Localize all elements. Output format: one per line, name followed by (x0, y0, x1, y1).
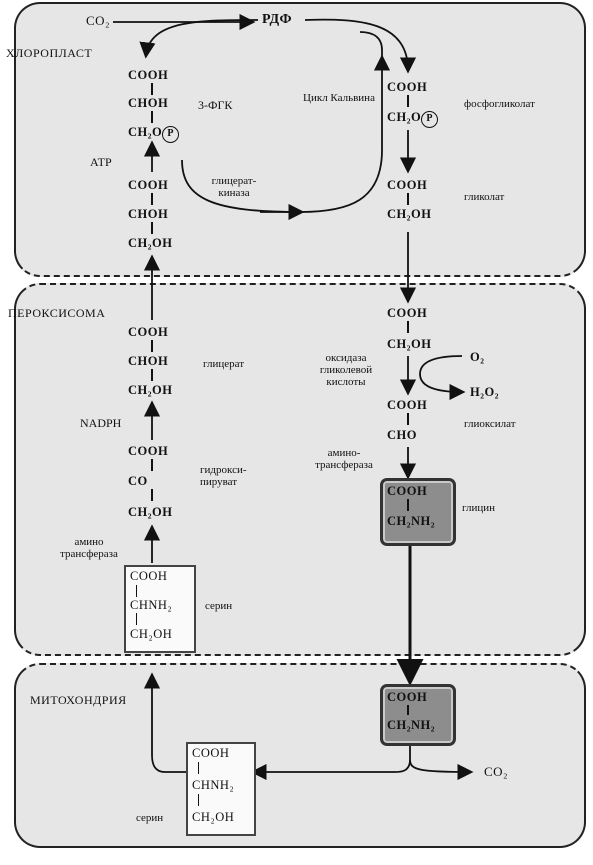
mito-serine-chnh2: CHNH₂ (192, 778, 235, 792)
gc-cooh: COOH (387, 306, 428, 320)
bond (407, 413, 409, 425)
gc-ch2oh: CH₂OH (387, 337, 432, 351)
nadph-label: NADPH (80, 416, 122, 430)
bond (151, 83, 153, 95)
glyoxylate-cho: CHO (387, 428, 417, 442)
glyoxylate-cooh: COOH (387, 398, 428, 412)
serine-peroxisome-box (124, 565, 196, 653)
bond (151, 193, 153, 205)
bpg-cooh: COOH (128, 178, 169, 192)
bond (407, 95, 409, 107)
hydroxypyruvate-name: гидрокси-пируват (200, 464, 247, 488)
rdp-label: РДФ (262, 12, 293, 27)
hp-ch2oh: CH₂OH (128, 505, 173, 519)
glycolate-cooh: COOH (387, 178, 428, 192)
calvin-cycle-label: Цикл Кальвина (303, 92, 375, 104)
mitochondrion-label: МИТОХОНДРИЯ (30, 693, 127, 707)
bond (407, 705, 409, 715)
glycerate-cooh: COOH (128, 325, 169, 339)
glycerate-name: глицерат (203, 358, 245, 370)
peroxisome-compartment (14, 283, 586, 656)
pga-name: 3-ФГК (198, 98, 233, 112)
h2o2-label: H₂O₂ (470, 385, 499, 399)
phosphoglycolate-name: фосфогликолат (464, 98, 535, 110)
glycolate-ch2oh: CH₂OH (387, 207, 432, 221)
bond (151, 222, 153, 234)
glycolate-oxidase-label: оксидаза гликолевой кислоты (319, 352, 373, 388)
mito-glycine-cooh: COOH (387, 690, 428, 704)
aminotransferase-left-label: амино трансфераза (60, 536, 118, 560)
bond (151, 459, 153, 471)
phosphate-icon: P (162, 126, 180, 143)
pga-choh: CHOH (128, 96, 169, 110)
serine-cooh: COOH (130, 569, 168, 583)
phosphate-icon: P (421, 111, 439, 128)
bond (136, 585, 137, 597)
atp-label: АТР (90, 155, 112, 169)
bond (151, 340, 153, 352)
glycerate-ch2oh: CH₂OH (128, 383, 173, 397)
aminotransferase-right-label: амино-трансфераза (315, 447, 373, 471)
bond (198, 794, 199, 806)
glycerate-kinase-label: глицерат-киназа (211, 175, 257, 199)
bond (151, 111, 153, 123)
o2-label: O₂ (470, 350, 485, 364)
hp-cooh: COOH (128, 444, 169, 458)
glycine-cooh: COOH (387, 484, 428, 498)
pg-cooh: COOH (387, 80, 428, 94)
glycine-mito-box (380, 684, 456, 746)
glycine-peroxisome-box (380, 478, 456, 546)
mito-serine-name: серин (136, 812, 164, 824)
bond (198, 762, 199, 774)
serine-name: серин (205, 600, 233, 612)
bond (151, 489, 153, 501)
mitochondrion-compartment (14, 663, 586, 848)
co2-output: CO₂ (484, 764, 509, 779)
serine-chnh2: CHNH₂ (130, 598, 173, 612)
glycine-ch2nh2: CH₂NH₂ (387, 514, 435, 528)
serine-ch2oh: CH₂OH (130, 627, 173, 641)
glycerate-choh: CHOH (128, 354, 169, 368)
bond (407, 499, 409, 511)
hp-co: CO (128, 474, 148, 488)
chloroplast-label: ХЛОРОПЛАСТ (6, 46, 93, 60)
bond (136, 613, 137, 625)
peroxisome-label: ПЕРОКСИСОМА (8, 306, 106, 320)
bond (407, 321, 409, 333)
glycolate-name: гликолат (464, 191, 505, 203)
mito-serine-ch2oh: CH₂OH (192, 810, 235, 824)
bond (407, 193, 409, 205)
mito-serine-cooh: COOH (192, 746, 230, 760)
serine-mito-box (186, 742, 256, 836)
mito-glycine-ch2nh2: CH₂NH₂ (387, 718, 435, 732)
glyoxylate-name: глиоксилат (464, 418, 516, 430)
bpg-ch2oh: CH₂OH (128, 236, 173, 250)
co2-input: CO₂ (86, 13, 111, 28)
bpg-choh: CHOH (128, 207, 169, 221)
pga-cooh: COOH (128, 68, 169, 82)
bond (151, 369, 153, 381)
glycine-name: глицин (462, 502, 495, 514)
chloroplast-compartment (14, 2, 586, 277)
